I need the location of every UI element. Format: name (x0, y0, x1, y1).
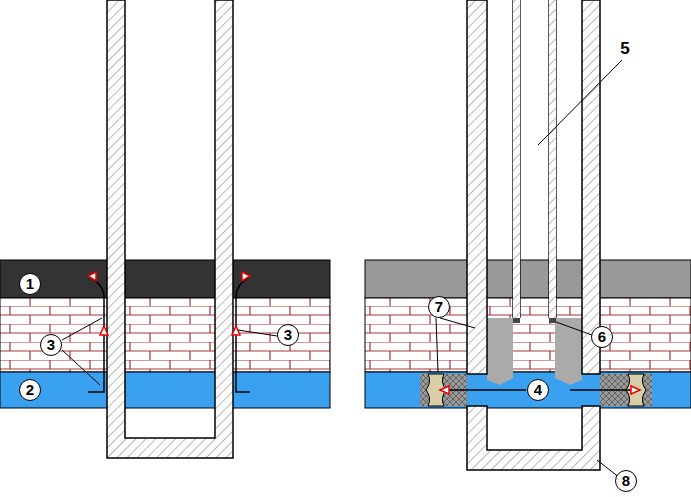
callout-number: 6 (591, 326, 613, 348)
callout-number: 2 (19, 379, 41, 401)
callout-number: 8 (615, 470, 637, 492)
callout-number: 4 (527, 379, 549, 401)
callout-number: 5 (618, 38, 632, 60)
callout-number: 3 (277, 324, 299, 346)
callout-number: 1 (19, 273, 41, 295)
callout-number: 3 (40, 334, 62, 356)
callout-number: 7 (428, 296, 450, 318)
